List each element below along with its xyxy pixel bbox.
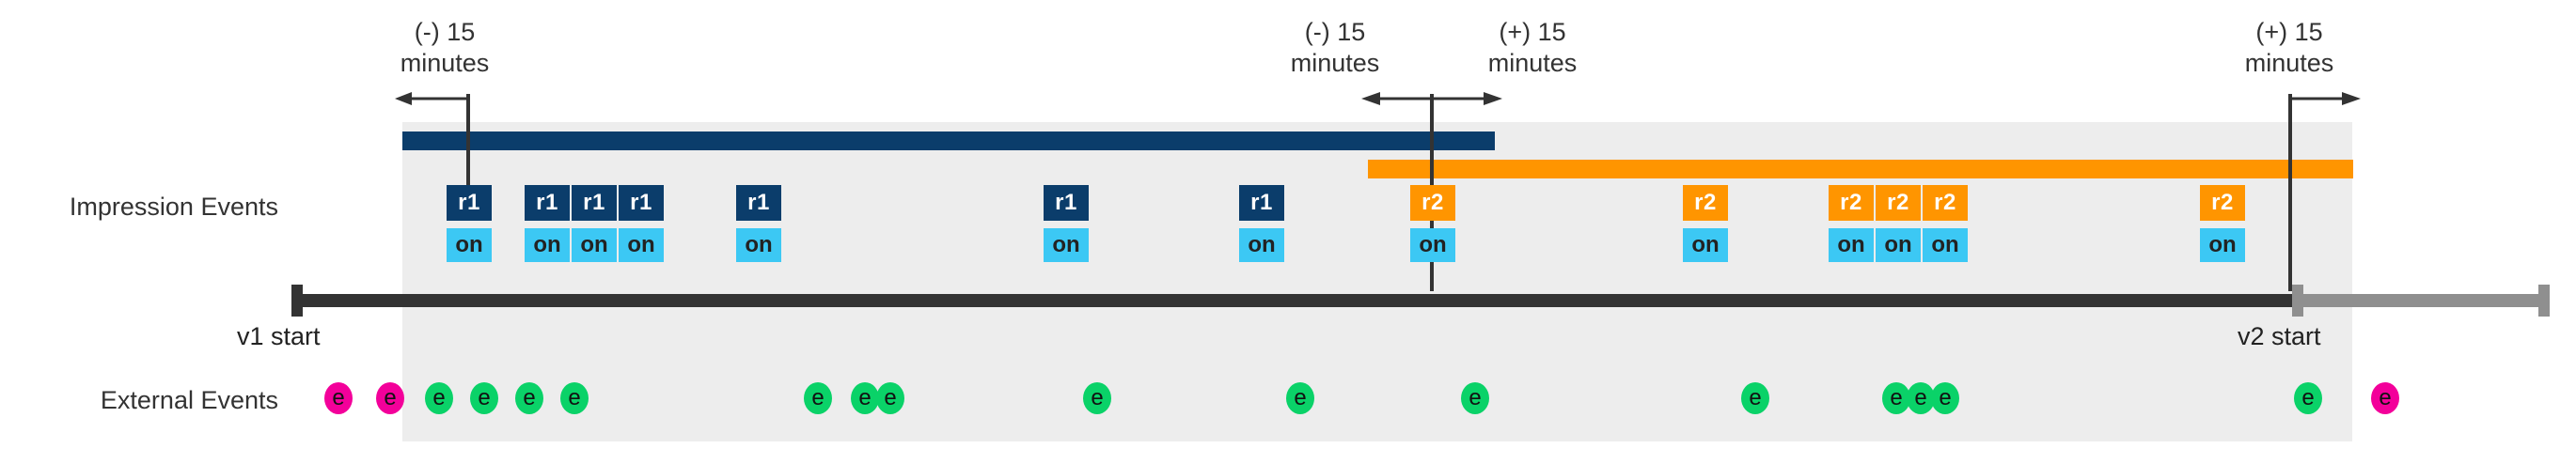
- impression-event-status-box[interactable]: on: [619, 228, 664, 262]
- annotation-v1-minus-arrow: [395, 92, 468, 105]
- annotation-v2-minus-label: (-) 15 minutes: [1250, 17, 1420, 79]
- external-event-pill[interactable]: e: [376, 382, 404, 414]
- impression-event-status-box[interactable]: on: [1923, 228, 1968, 262]
- impression-event-status-box[interactable]: on: [1829, 228, 1874, 262]
- annotation-line2: minutes: [1487, 49, 1578, 77]
- annotation-line1: (+) 15: [2255, 18, 2323, 46]
- annotation-line1: (+) 15: [1499, 18, 1566, 46]
- impression-event-version-box[interactable]: r1: [447, 185, 492, 221]
- external-event-pill[interactable]: e: [1741, 382, 1769, 414]
- external-event-pill[interactable]: e: [2371, 382, 2399, 414]
- annotation-line1: (-) 15: [1304, 18, 1366, 46]
- annotation-v2-plus-stem: [2288, 94, 2292, 291]
- v1-start-label: v1 start: [237, 322, 321, 350]
- external-event-pill[interactable]: e: [515, 382, 543, 414]
- impression-event-status-box[interactable]: on: [1683, 228, 1728, 262]
- impression-event-version-box[interactable]: r2: [1829, 185, 1874, 221]
- impression-event-version-box[interactable]: r2: [2200, 185, 2245, 221]
- impression-event-version-box[interactable]: r1: [572, 185, 617, 221]
- impression-event-version-box[interactable]: r2: [1410, 185, 1455, 221]
- annotation-line2: minutes: [2244, 49, 2334, 77]
- impression-event-version-box[interactable]: r1: [1239, 185, 1284, 221]
- impression-event-version-box[interactable]: r1: [736, 185, 781, 221]
- external-event-pill[interactable]: e: [425, 382, 453, 414]
- external-events-row-label: External Events: [100, 386, 278, 414]
- v2-attribution-window-bar: [1368, 160, 2353, 178]
- timeline-end-cap: [2538, 285, 2550, 317]
- external-event-pill[interactable]: e: [876, 382, 904, 414]
- impression-event-status-box[interactable]: on: [572, 228, 617, 262]
- impression-events-row-label: Impression Events: [69, 193, 278, 221]
- impression-event-status-box[interactable]: on: [1044, 228, 1089, 262]
- external-event-pill[interactable]: e: [1083, 382, 1111, 414]
- external-event-pill[interactable]: e: [2294, 382, 2322, 414]
- impression-event-version-box[interactable]: r1: [525, 185, 570, 221]
- external-event-pill[interactable]: e: [1907, 382, 1935, 414]
- timeline-axis-inactive: [2292, 294, 2548, 307]
- external-event-pill[interactable]: e: [851, 382, 879, 414]
- timeline-axis-active: [291, 294, 2292, 307]
- external-event-pill[interactable]: e: [1931, 382, 1959, 414]
- annotation-v2-plus-label: (+) 15 minutes: [2205, 17, 2374, 79]
- impression-event-status-box[interactable]: on: [447, 228, 492, 262]
- external-event-pill[interactable]: e: [1461, 382, 1489, 414]
- impression-event-status-box[interactable]: on: [2200, 228, 2245, 262]
- impression-event-version-box[interactable]: r1: [619, 185, 664, 221]
- external-event-pill[interactable]: e: [1882, 382, 1910, 414]
- impression-event-status-box[interactable]: on: [1876, 228, 1921, 262]
- impression-event-status-box[interactable]: on: [1239, 228, 1284, 262]
- external-event-pill[interactable]: e: [560, 382, 589, 414]
- impression-event-version-box[interactable]: r1: [1044, 185, 1089, 221]
- annotation-line1: (-) 15: [414, 18, 476, 46]
- annotation-line2: minutes: [1290, 49, 1380, 77]
- external-event-pill[interactable]: e: [804, 382, 832, 414]
- impression-event-status-box[interactable]: on: [736, 228, 781, 262]
- v2-start-label: v2 start: [2238, 322, 2321, 350]
- v1-attribution-window-bar: [402, 131, 1495, 150]
- impression-event-status-box[interactable]: on: [525, 228, 570, 262]
- impression-event-status-box[interactable]: on: [1410, 228, 1455, 262]
- external-event-pill[interactable]: e: [1286, 382, 1314, 414]
- annotation-v1-plus-label: (+) 15 minutes: [1448, 17, 1617, 79]
- impression-event-version-box[interactable]: r2: [1923, 185, 1968, 221]
- impression-event-version-box[interactable]: r2: [1683, 185, 1728, 221]
- external-event-pill[interactable]: e: [470, 382, 498, 414]
- annotation-v1-minus-label: (-) 15 minutes: [360, 17, 529, 79]
- annotation-line2: minutes: [400, 49, 490, 77]
- annotation-v2-plus-arrow: [2289, 92, 2361, 105]
- annotation-v1-minus-stem: [466, 94, 470, 197]
- impression-event-version-box[interactable]: r2: [1876, 185, 1921, 221]
- external-event-pill[interactable]: e: [324, 382, 353, 414]
